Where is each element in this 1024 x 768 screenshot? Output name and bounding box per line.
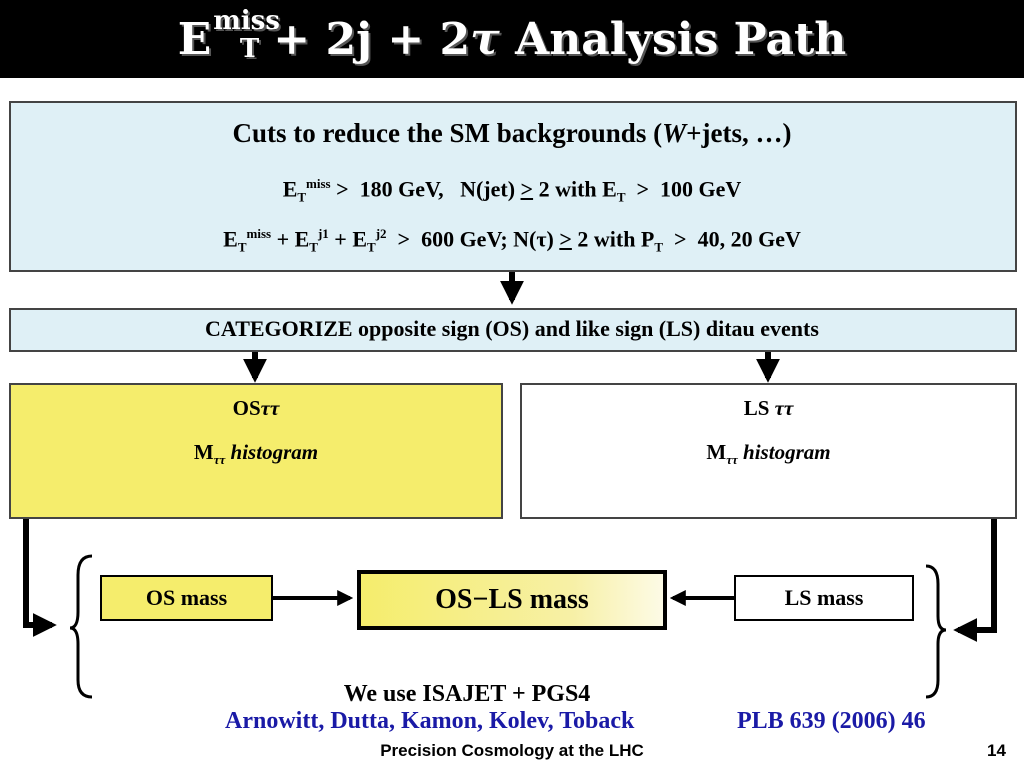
os-ls-mass-box: OS−LS mass — [357, 570, 667, 630]
cuts-heading: Cuts to reduce the SM backgrounds (W+jet… — [232, 118, 792, 148]
title-e: E — [177, 13, 212, 65]
cuts-line-2: ETmiss + ETj1 + ETj2 > 600 GeV; N(τ) > 2… — [223, 226, 801, 255]
ls-mass-box: LS mass — [734, 575, 914, 621]
connector-os-down — [23, 519, 57, 637]
ls-heading: LS ττ — [743, 396, 794, 420]
authors: Arnowitt, Dutta, Kamon, Kolev, Toback — [225, 708, 635, 734]
os-box — [9, 383, 503, 519]
tools-note: We use ISAJET + PGS4 — [343, 681, 591, 707]
os-heading: OSττ — [232, 396, 280, 420]
title-bar — [0, 0, 1024, 78]
reference: PLB 639 (2006) 46 — [737, 708, 926, 734]
right-brace — [925, 564, 947, 699]
slide-footer: Precision Cosmology at the LHC — [380, 741, 644, 760]
cuts-line-1: ETmiss > 180 GeV, N(jet) > 2 with ET > 1… — [282, 176, 742, 205]
os-mass-box: OS mass — [100, 575, 273, 621]
page-number: 14 — [987, 741, 1006, 760]
title-rest-b: Analysis Path — [515, 13, 847, 65]
categorize-box — [9, 308, 1017, 352]
os-histogram: Mττ histogram — [193, 440, 319, 468]
left-brace — [69, 554, 93, 699]
ls-histogram: Mττ histogram — [706, 440, 831, 468]
slide-title: E miss T + 2j + 2 τ Analysis Path — [0, 0, 1024, 78]
ls-box — [520, 383, 1017, 519]
title-tau: τ — [470, 13, 500, 65]
title-rest-a: + 2j + 2 — [273, 13, 471, 65]
categorize-text: CATEGORIZE opposite sign (OS) and like s… — [205, 316, 819, 341]
connector-ls-down — [953, 519, 997, 642]
title-miss-sup: miss — [213, 6, 280, 36]
title-t-sub: T — [239, 34, 260, 64]
cuts-box — [9, 101, 1017, 272]
